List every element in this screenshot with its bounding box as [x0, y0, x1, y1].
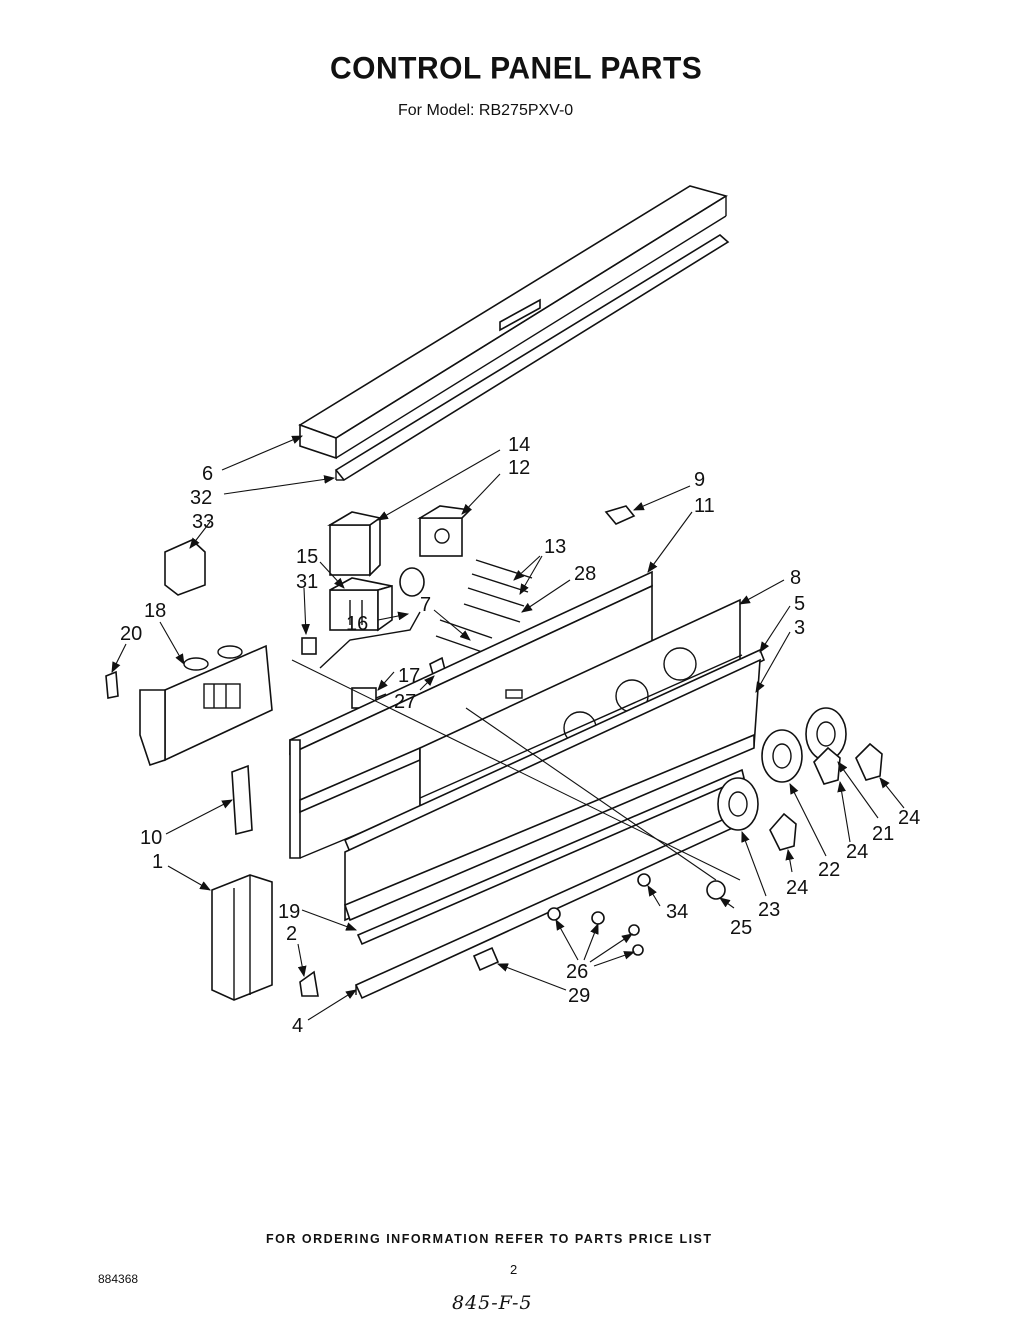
callout-17: 17	[398, 665, 420, 687]
side-end-block	[211, 874, 273, 1001]
lower-trim-strips	[354, 768, 752, 1000]
control-bracket	[289, 570, 653, 859]
callout-6: 6	[202, 463, 213, 485]
callout-22: 22	[818, 859, 840, 881]
callout-33: 33	[192, 511, 214, 533]
callout-24-b: 24	[846, 841, 868, 863]
transformer	[327, 511, 382, 577]
nut-34	[637, 873, 651, 887]
callout-9: 9	[694, 469, 705, 491]
callout-25: 25	[730, 917, 752, 939]
callout-24-c: 24	[898, 807, 920, 829]
end-clip	[299, 970, 319, 997]
callout-12: 12	[508, 457, 530, 479]
page-number: 2	[510, 1262, 518, 1277]
document-number: 884368	[98, 1272, 139, 1286]
ordering-note: FOR ORDERING INFORMATION REFER TO PARTS …	[266, 1232, 713, 1246]
support-bracket	[231, 764, 253, 836]
callout-4: 4	[292, 1015, 303, 1037]
callout-10: 10	[140, 827, 162, 849]
end-cap	[164, 539, 206, 596]
callout-31: 31	[296, 571, 318, 593]
callout-24-a: 24	[786, 877, 808, 899]
callout-18: 18	[144, 600, 166, 622]
callout-3: 3	[794, 617, 805, 639]
clock-display-assembly	[139, 644, 273, 767]
wire-harness	[319, 611, 421, 669]
handwritten-note: 845-F-5	[452, 1292, 533, 1314]
callout-20: 20	[120, 623, 142, 645]
callout-13: 13	[544, 536, 566, 558]
callout-2: 2	[286, 923, 297, 945]
callout-23: 23	[758, 899, 780, 921]
callout-32: 32	[190, 487, 212, 509]
callout-28: 28	[574, 563, 596, 585]
callout-8: 8	[790, 567, 801, 589]
model-subtitle: For Model: RB275PXV-0	[398, 102, 574, 119]
callout-7: 7	[420, 594, 431, 616]
callout-labels: 6 32 33 14 12 9 11 13 28 15 31 7 8 5 3 1…	[120, 434, 920, 1037]
callout-26: 26	[566, 961, 588, 983]
callout-29: 29	[568, 985, 590, 1007]
page-title: CONTROL PANEL PARTS	[330, 51, 703, 86]
control-knobs	[769, 742, 883, 851]
callout-14: 14	[508, 434, 530, 456]
ring-gasket	[399, 567, 425, 597]
panel-clip	[604, 505, 636, 525]
callout-leaders	[111, 435, 905, 1021]
trim-strip	[334, 234, 730, 482]
mounting-tab	[105, 670, 119, 699]
callout-27: 27	[394, 691, 416, 713]
callout-16: 16	[346, 613, 368, 635]
callout-11: 11	[694, 495, 715, 517]
callout-21: 21	[872, 823, 894, 845]
callout-19: 19	[278, 901, 300, 923]
timer-module	[417, 505, 472, 557]
bushing-25	[706, 880, 726, 900]
top-trim-channel	[298, 185, 728, 460]
callout-34: 34	[666, 901, 688, 923]
callout-1: 1	[152, 851, 163, 873]
bottom-clip	[472, 946, 500, 972]
small-connector	[301, 637, 317, 655]
selector-switch	[329, 577, 393, 632]
knob-bezels	[717, 707, 847, 831]
callout-15: 15	[296, 546, 318, 568]
callout-5: 5	[794, 593, 805, 615]
panel-trim-rails	[343, 648, 766, 922]
